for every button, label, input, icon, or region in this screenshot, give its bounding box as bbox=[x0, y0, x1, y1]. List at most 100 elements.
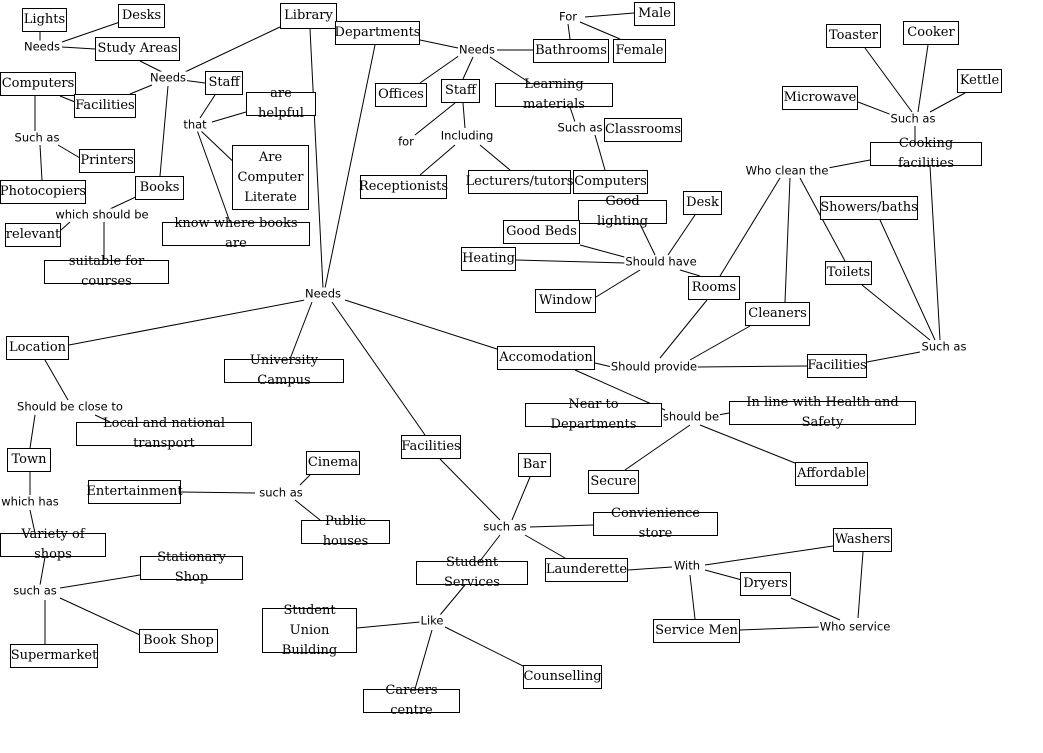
concept-node[interactable]: Cinema bbox=[306, 451, 360, 475]
concept-node[interactable]: Bathrooms bbox=[533, 39, 609, 63]
concept-node[interactable]: University Campus bbox=[224, 353, 344, 388]
concept-node[interactable]: Showers/baths bbox=[820, 196, 918, 220]
concept-node[interactable]: Computers bbox=[0, 72, 76, 96]
concept-node[interactable]: Student Union Building bbox=[262, 603, 357, 658]
concept-node[interactable]: Near to Departments bbox=[525, 397, 662, 432]
concept-node[interactable]: Washers bbox=[833, 528, 892, 552]
concept-node[interactable]: Entertainment bbox=[86, 480, 183, 504]
connector-line bbox=[29, 414, 36, 449]
connector-line bbox=[414, 629, 433, 690]
connector-line bbox=[331, 301, 426, 436]
concept-node[interactable]: Toaster bbox=[826, 24, 881, 48]
linking-phrase: Who service bbox=[818, 619, 892, 634]
concept-node[interactable]: Offices bbox=[375, 83, 427, 107]
linking-phrase: Should have bbox=[624, 254, 698, 269]
concept-node[interactable]: Classrooms bbox=[604, 118, 682, 142]
linking-phrase: such as bbox=[12, 583, 58, 598]
concept-node[interactable]: Service Men bbox=[653, 619, 740, 643]
concept-node[interactable]: Careers centre bbox=[363, 683, 460, 718]
concept-node[interactable]: Launderette bbox=[545, 558, 628, 582]
concept-node[interactable]: Good lighting bbox=[578, 194, 667, 229]
concept-node[interactable]: Are Computer Literate bbox=[232, 145, 309, 210]
concept-node[interactable]: Good Beds bbox=[503, 220, 580, 244]
linking-phrase: for bbox=[397, 134, 415, 149]
concept-node[interactable]: Computers bbox=[573, 170, 648, 194]
connector-line bbox=[866, 351, 921, 363]
concept-node[interactable]: Books bbox=[135, 176, 184, 200]
connector-line bbox=[129, 84, 153, 95]
concept-node[interactable]: Counselling bbox=[523, 665, 602, 689]
concept-node[interactable]: relevant bbox=[5, 223, 61, 247]
concept-node[interactable]: Departments bbox=[335, 21, 420, 45]
linking-phrase: Should provide bbox=[609, 359, 699, 374]
concept-node[interactable]: Lights bbox=[22, 8, 67, 32]
connector-line bbox=[584, 12, 635, 18]
concept-node[interactable]: Cooking facilities bbox=[870, 136, 982, 171]
concept-node[interactable]: In line with Health and Safety bbox=[729, 395, 916, 430]
concept-node[interactable]: Desks bbox=[118, 4, 165, 28]
concept-node[interactable]: suitable for courses bbox=[44, 254, 169, 289]
concept-node[interactable]: Study Areas bbox=[95, 37, 180, 61]
concept-node[interactable]: Window bbox=[535, 289, 596, 313]
connector-line bbox=[917, 44, 929, 113]
concept-node[interactable]: Supermarket bbox=[10, 644, 98, 668]
connector-line bbox=[44, 359, 69, 401]
connector-line bbox=[489, 56, 531, 84]
concept-node[interactable]: Male bbox=[634, 2, 675, 26]
concept-node[interactable]: Printers bbox=[79, 149, 135, 173]
concept-node[interactable]: know where books are bbox=[162, 216, 310, 251]
connector-line bbox=[704, 569, 743, 581]
concept-node[interactable]: Library bbox=[280, 3, 337, 29]
concept-node[interactable]: Secure bbox=[588, 470, 639, 494]
concept-node[interactable]: Receptionists bbox=[359, 175, 448, 199]
concept-node[interactable]: Female bbox=[613, 39, 666, 63]
linking-phrase: that bbox=[182, 117, 208, 132]
concept-node[interactable]: Affordable bbox=[795, 462, 868, 486]
concept-node[interactable]: Bar bbox=[518, 453, 551, 477]
connector-line bbox=[439, 458, 501, 521]
concept-node[interactable]: Staff bbox=[205, 71, 243, 95]
connector-line bbox=[199, 94, 216, 119]
concept-node[interactable]: Lecturers/tutors bbox=[466, 170, 573, 194]
concept-node[interactable]: Microwave bbox=[782, 86, 858, 110]
concept-node[interactable]: Desk bbox=[683, 191, 722, 215]
concept-node[interactable]: Staff bbox=[441, 79, 480, 103]
concept-node[interactable]: Cleaners bbox=[745, 302, 810, 326]
concept-node[interactable]: Facilities bbox=[74, 94, 136, 118]
concept-node[interactable]: Cooker bbox=[903, 21, 959, 45]
connector-line bbox=[864, 47, 913, 113]
connector-line bbox=[524, 534, 566, 559]
concept-node[interactable]: Learning materials bbox=[495, 77, 613, 112]
concept-node[interactable]: Book Shop bbox=[139, 629, 218, 653]
concept-node[interactable]: Kettle bbox=[957, 69, 1002, 93]
linking-phrase: such as bbox=[258, 485, 304, 500]
concept-node[interactable]: Student Services bbox=[416, 555, 528, 590]
connector-line bbox=[639, 223, 656, 256]
concept-node[interactable]: Convienience store bbox=[593, 506, 718, 541]
connector-line bbox=[579, 244, 629, 259]
concept-node[interactable]: are helpful bbox=[246, 86, 316, 121]
connector-line bbox=[579, 21, 621, 40]
connector-line bbox=[569, 106, 576, 123]
concept-node[interactable]: Rooms bbox=[688, 276, 740, 300]
concept-node[interactable]: Dryers bbox=[740, 572, 791, 596]
concept-node[interactable]: Location bbox=[6, 336, 69, 360]
concept-node[interactable]: Accomodation bbox=[497, 346, 595, 370]
connector-line bbox=[594, 362, 613, 368]
concept-node[interactable]: Public houses bbox=[301, 514, 390, 549]
concept-node[interactable]: Photocopiers bbox=[0, 180, 86, 204]
concept-node[interactable]: Stationary Shop bbox=[140, 550, 243, 585]
concept-node[interactable]: Local and national transport bbox=[76, 416, 252, 451]
concept-node[interactable]: Variety of shops bbox=[0, 527, 106, 562]
concept-node[interactable]: Heating bbox=[461, 247, 516, 271]
concept-node[interactable]: Facilities bbox=[401, 435, 461, 459]
linking-phrase: which has bbox=[0, 494, 60, 509]
connector-line bbox=[344, 299, 501, 351]
concept-node[interactable]: Facilities bbox=[807, 354, 867, 378]
concept-node[interactable]: Toilets bbox=[825, 261, 872, 285]
connector-line bbox=[704, 545, 834, 566]
linking-phrase: such as bbox=[482, 519, 528, 534]
concept-node[interactable]: Town bbox=[7, 448, 51, 472]
